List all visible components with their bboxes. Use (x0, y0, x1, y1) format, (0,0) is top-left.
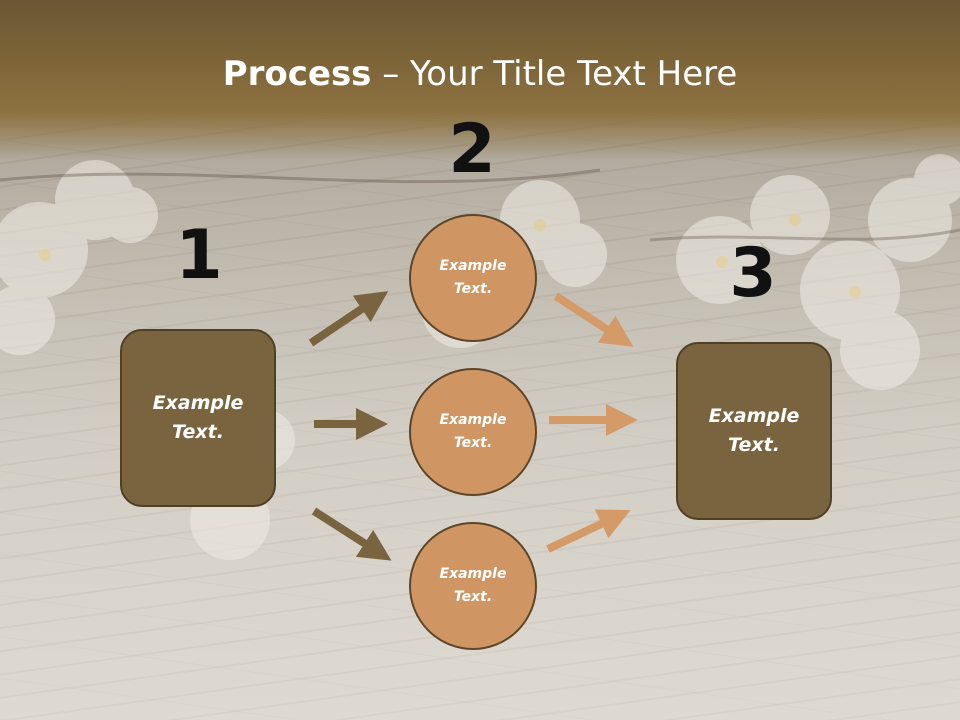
arrow-bottom-to-right (546, 509, 631, 553)
arrow-top-to-right (553, 292, 634, 347)
process-circle-top: Example Text. (409, 214, 537, 342)
step-number-2: 2 (448, 110, 496, 189)
process-circle-bottom: Example Text. (409, 522, 537, 650)
slide-title: Process – Your Title Text Here (0, 52, 960, 96)
step-number-3: 3 (729, 234, 777, 313)
process-circle-middle: Example Text. (409, 368, 537, 496)
title-rest: – Your Title Text Here (371, 54, 738, 94)
title-band (0, 0, 960, 160)
right-process-box: Example Text. (676, 342, 832, 520)
left-process-box: Example Text. (120, 329, 276, 507)
arrow-left-to-top (308, 291, 389, 347)
title-bold: Process (222, 54, 372, 94)
arrow-left-to-bottom (311, 507, 392, 561)
step-number-1: 1 (175, 216, 223, 295)
